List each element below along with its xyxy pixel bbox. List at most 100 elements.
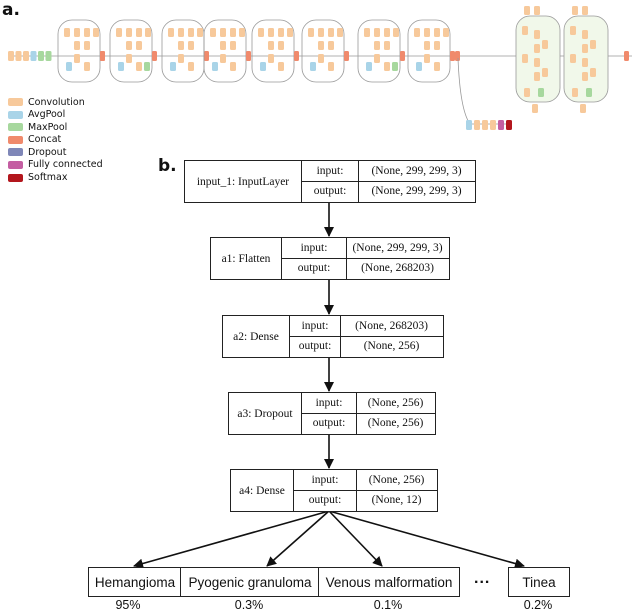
convolution-block [145, 28, 151, 37]
row-divider [282, 258, 449, 259]
legend-label: AvgPool [28, 109, 66, 121]
convolution-block [178, 54, 184, 63]
input-shape: (None, 268203) [355, 320, 428, 332]
class-output-arrow [328, 510, 383, 567]
convolution-block [239, 28, 245, 37]
convolution-block [534, 72, 540, 81]
convolution-block [74, 28, 80, 37]
legend-label: Dropout [28, 146, 67, 158]
convolution-block [268, 54, 274, 63]
convolution-block [434, 62, 440, 71]
convolution-block [126, 41, 132, 50]
convolution-block [424, 28, 430, 37]
legend-label: Softmax [28, 172, 68, 184]
legend-label: Convolution [28, 96, 85, 108]
inception-module-outline [109, 19, 153, 83]
convolution-block [318, 54, 324, 63]
convolution-block [582, 72, 588, 81]
convolution-block [136, 62, 142, 71]
convolution-block [116, 28, 122, 37]
output-label: output: [297, 261, 331, 274]
name-divider [289, 316, 290, 357]
input-shape: (None, 299, 299, 3) [352, 242, 443, 254]
aux-fully-connected-block [498, 120, 504, 130]
legend-swatch [8, 123, 23, 132]
convolution-block [230, 28, 236, 37]
convolution-block [384, 28, 390, 37]
convolution-block [542, 68, 548, 77]
convolution-block [524, 88, 530, 97]
name-divider [301, 161, 302, 202]
class-probability: 0.3% [234, 598, 264, 612]
convolution-block [328, 41, 334, 50]
convolution-block [178, 28, 184, 37]
concat-block [624, 51, 629, 61]
avgpool-block [66, 62, 72, 71]
convolution-block [424, 54, 430, 63]
convolution-block [93, 28, 99, 37]
legend-swatch [8, 98, 23, 106]
convolution-block [126, 54, 132, 63]
convolution-block [434, 41, 440, 50]
avgpool-block [416, 62, 422, 71]
convolution-block [534, 44, 540, 53]
row-divider [294, 490, 437, 491]
avgpool-block [260, 62, 266, 71]
stem-maxpool-block [38, 51, 44, 61]
legend-swatch [8, 110, 23, 119]
convolution-block [220, 28, 226, 37]
inception-module-outline [251, 19, 295, 83]
aux-convolution-block [474, 120, 480, 130]
layer-name: a4: Dense [239, 484, 285, 497]
convolution-block [210, 28, 216, 37]
output-shape: (None, 256) [367, 416, 424, 429]
output-shape: (None, 299, 299, 3) [371, 184, 462, 197]
output-label: output: [312, 416, 346, 429]
input-label: input: [315, 397, 343, 409]
class-label-box: Tinea [508, 567, 570, 597]
input-label: input: [301, 320, 329, 332]
name-divider [293, 470, 294, 511]
convolution-block [278, 28, 284, 37]
maxpool-block [586, 88, 592, 97]
class-label-box: Venous malformation [318, 567, 460, 597]
row-divider [302, 181, 475, 182]
layer-name: a2: Dense [233, 330, 279, 343]
convolution-block [197, 28, 203, 37]
legend-item: Convolution [8, 96, 103, 108]
concat-block [400, 51, 405, 61]
output-label: output: [298, 339, 332, 352]
legend-item: MaxPool [8, 121, 103, 133]
convolution-block [188, 41, 194, 50]
stem-convolution-block [15, 51, 22, 61]
convolution-block [258, 28, 264, 37]
convolution-block [230, 41, 236, 50]
avgpool-block [170, 62, 176, 71]
legend-swatch [8, 135, 23, 144]
stem-convolution-block [23, 51, 29, 61]
convolution-block [582, 44, 588, 53]
convolution-block [278, 62, 284, 71]
convolution-block [84, 62, 90, 71]
legend-item: AvgPool [8, 109, 103, 121]
convolution-block [84, 41, 90, 50]
convolution-block [126, 28, 132, 37]
class-output-arrow [266, 510, 330, 567]
convolution-block [188, 62, 194, 71]
class-label-box: Pyogenic granuloma [180, 567, 320, 597]
legend-label: MaxPool [28, 121, 68, 133]
aux-avgpool-block [466, 120, 472, 130]
concat-block [294, 51, 299, 61]
convolution-block [534, 58, 540, 67]
avgpool-block [366, 62, 372, 71]
convolution-block [582, 6, 588, 15]
aux-convolution-block [490, 120, 496, 130]
convolution-block [84, 28, 90, 37]
convolution-block [384, 62, 390, 71]
legend-swatch [8, 173, 23, 182]
convolution-block [522, 26, 528, 35]
